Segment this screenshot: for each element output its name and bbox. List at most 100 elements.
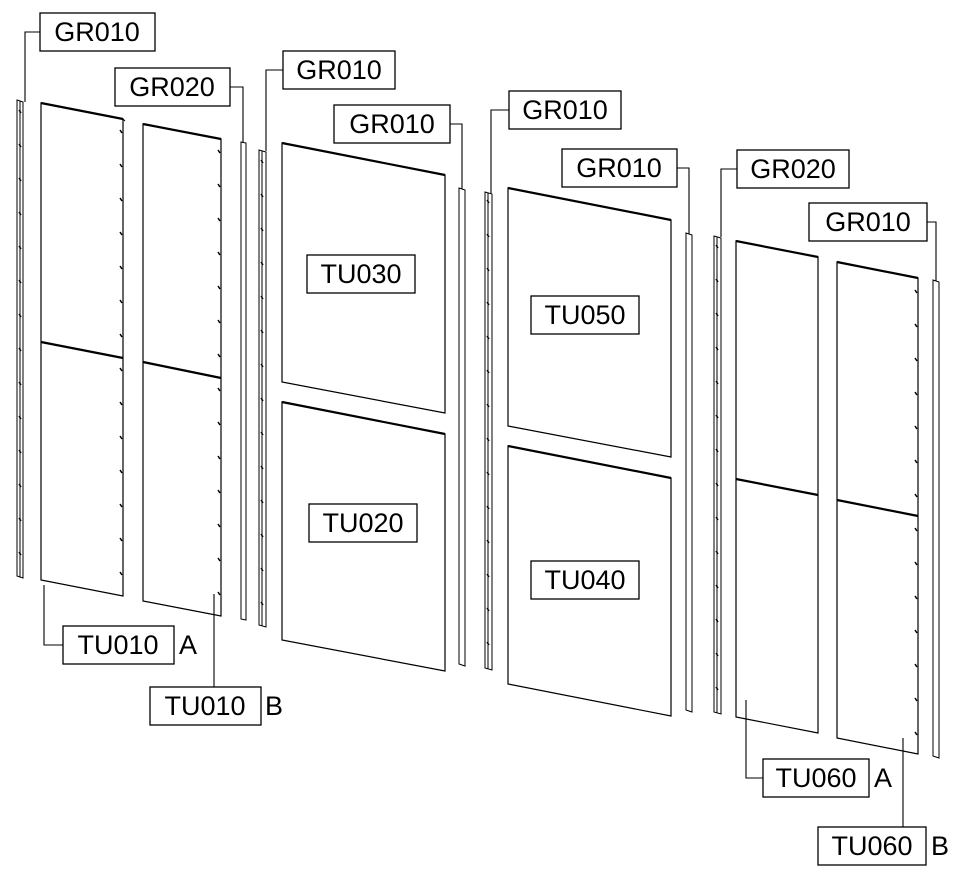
- hinge-mark: [715, 550, 719, 555]
- hinge-mark: [119, 265, 123, 270]
- svg-text:TU020: TU020: [322, 508, 403, 538]
- hinge-mark: [715, 686, 719, 691]
- hinge-mark: [119, 367, 123, 372]
- rail-2: [240, 141, 247, 621]
- svg-text:TU060: TU060: [775, 763, 856, 793]
- hinge-mark: [260, 329, 264, 334]
- svg-text:TU050: TU050: [544, 300, 625, 330]
- hinge-mark: [217, 251, 221, 256]
- hinge-mark: [217, 285, 221, 290]
- rail-1: [16, 99, 24, 579]
- hinge-mark: [486, 539, 490, 544]
- hinge-mark: [914, 289, 918, 294]
- svg-text:GR020: GR020: [750, 154, 836, 184]
- hinge-mark: [715, 516, 719, 521]
- label-tu060-a: TU060 A: [762, 758, 892, 798]
- hinge-mark: [486, 403, 490, 408]
- hinge-mark: [486, 437, 490, 442]
- hinge-mark: [119, 435, 123, 440]
- hinge-mark: [914, 357, 918, 362]
- svg-text:GR020: GR020: [129, 72, 215, 102]
- hinge-mark: [217, 387, 221, 392]
- label-gr010-e: GR010: [561, 148, 678, 188]
- hinge-mark: [715, 380, 719, 385]
- panel-tu060-a: [735, 239, 819, 734]
- hinge-mark: [260, 567, 264, 572]
- rail-5: [484, 191, 493, 671]
- hinge-mark: [119, 571, 123, 576]
- hinge-mark: [18, 143, 22, 148]
- rail-3: [258, 149, 267, 628]
- hinge-mark: [486, 607, 490, 612]
- svg-text:A: A: [874, 763, 892, 793]
- hinge-mark: [486, 505, 490, 510]
- label-tu050: TU050: [530, 295, 640, 335]
- hinge-mark: [260, 159, 264, 164]
- label-tu010-a: TU010 A: [62, 625, 197, 665]
- svg-text:TU060: TU060: [831, 831, 912, 861]
- hinge-mark: [18, 551, 22, 556]
- panel-tu010-a: [40, 101, 126, 597]
- hinge-mark: [119, 163, 123, 168]
- hinge-mark: [260, 499, 264, 504]
- hinge-mark: [486, 369, 490, 374]
- hinge-mark: [18, 483, 22, 488]
- hinge-mark: [715, 584, 719, 589]
- hinge-mark: [217, 353, 221, 358]
- label-tu060-b: TU060 B: [817, 826, 949, 866]
- hinge-mark: [914, 697, 918, 702]
- hinge-mark: [486, 573, 490, 578]
- hinge-mark: [715, 414, 719, 419]
- label-gr010-c: GR010: [333, 104, 451, 144]
- panel-tu010-b: [142, 122, 222, 617]
- hinge-mark: [914, 595, 918, 600]
- hinge-mark: [18, 517, 22, 522]
- hinge-marks: [18, 109, 918, 736]
- hinge-mark: [18, 415, 22, 420]
- rail-6: [685, 232, 693, 713]
- hinge-mark: [486, 267, 490, 272]
- hinge-mark: [18, 211, 22, 216]
- hinge-mark: [914, 391, 918, 396]
- hinge-mark: [119, 333, 123, 338]
- hinge-mark: [486, 641, 490, 646]
- svg-text:GR010: GR010: [54, 17, 140, 47]
- svg-text:GR010: GR010: [349, 109, 435, 139]
- hinge-mark: [119, 401, 123, 406]
- hinge-mark: [260, 261, 264, 266]
- hinge-mark: [18, 279, 22, 284]
- svg-text:TU010: TU010: [164, 691, 245, 721]
- hinge-mark: [715, 312, 719, 317]
- svg-text:GR010: GR010: [825, 207, 911, 237]
- hinge-mark: [217, 455, 221, 460]
- hinge-mark: [914, 663, 918, 668]
- hinge-mark: [914, 629, 918, 634]
- hinge-mark: [217, 217, 221, 222]
- hinge-mark: [18, 347, 22, 352]
- rail-8: [932, 279, 940, 759]
- hinge-mark: [715, 244, 719, 249]
- panel-tu060-b: [836, 260, 919, 755]
- hinge-mark: [217, 557, 221, 562]
- hinge-mark: [217, 591, 221, 596]
- hinge-mark: [260, 601, 264, 606]
- hinge-mark: [914, 323, 918, 328]
- hinge-mark: [119, 503, 123, 508]
- hinge-mark: [715, 618, 719, 623]
- hinge-mark: [486, 471, 490, 476]
- label-gr010-a: GR010: [39, 12, 156, 52]
- hinge-mark: [486, 233, 490, 238]
- hinge-mark: [217, 421, 221, 426]
- svg-text:TU040: TU040: [544, 565, 625, 595]
- svg-text:TU030: TU030: [320, 259, 401, 289]
- hinge-mark: [486, 301, 490, 306]
- hinge-mark: [119, 299, 123, 304]
- label-gr010-d: GR010: [508, 90, 622, 130]
- rail-7: [713, 235, 722, 715]
- label-tu010-b: TU010 B: [149, 686, 283, 726]
- svg-text:GR010: GR010: [576, 153, 662, 183]
- hinge-mark: [914, 561, 918, 566]
- hinge-mark: [260, 533, 264, 538]
